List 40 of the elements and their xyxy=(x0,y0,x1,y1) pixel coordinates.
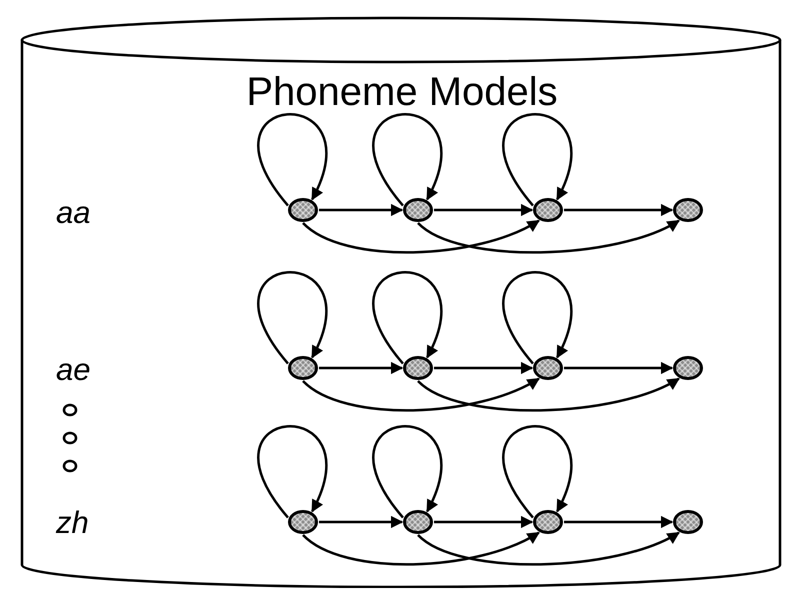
arrow xyxy=(372,271,442,364)
phoneme-label: zh xyxy=(56,507,89,538)
state-circle xyxy=(403,510,433,534)
arrow xyxy=(502,425,572,518)
state-circle xyxy=(288,198,318,222)
state-circle xyxy=(533,198,563,222)
arrow xyxy=(502,271,572,364)
arrow xyxy=(302,532,540,566)
arrow xyxy=(564,362,674,374)
arrow xyxy=(372,113,442,206)
arrow xyxy=(564,516,674,528)
state-circle xyxy=(533,510,563,534)
arrow xyxy=(502,113,572,206)
state-circle xyxy=(403,356,433,380)
arrow xyxy=(434,204,534,216)
title: Phoneme Models xyxy=(245,72,559,112)
arrow xyxy=(372,425,442,518)
arrow xyxy=(302,378,540,412)
arrow xyxy=(302,220,540,254)
state-circle xyxy=(673,198,703,222)
state-circle xyxy=(403,198,433,222)
arrow xyxy=(417,532,680,566)
arrow xyxy=(417,220,680,254)
phoneme-label: ae xyxy=(56,354,90,385)
arrow xyxy=(434,516,534,528)
arrow xyxy=(564,204,674,216)
arrow xyxy=(258,113,328,206)
arrow xyxy=(434,362,534,374)
state-circle xyxy=(533,356,563,380)
state-circle xyxy=(673,510,703,534)
arrow xyxy=(319,362,404,374)
state-circle xyxy=(673,356,703,380)
arrow xyxy=(319,204,404,216)
arrow xyxy=(258,425,328,518)
state-circle xyxy=(288,510,318,534)
state-circle xyxy=(288,356,318,380)
arrow xyxy=(319,516,404,528)
phoneme-label: aa xyxy=(56,197,90,228)
arrow xyxy=(258,271,328,364)
arrow xyxy=(417,378,680,412)
